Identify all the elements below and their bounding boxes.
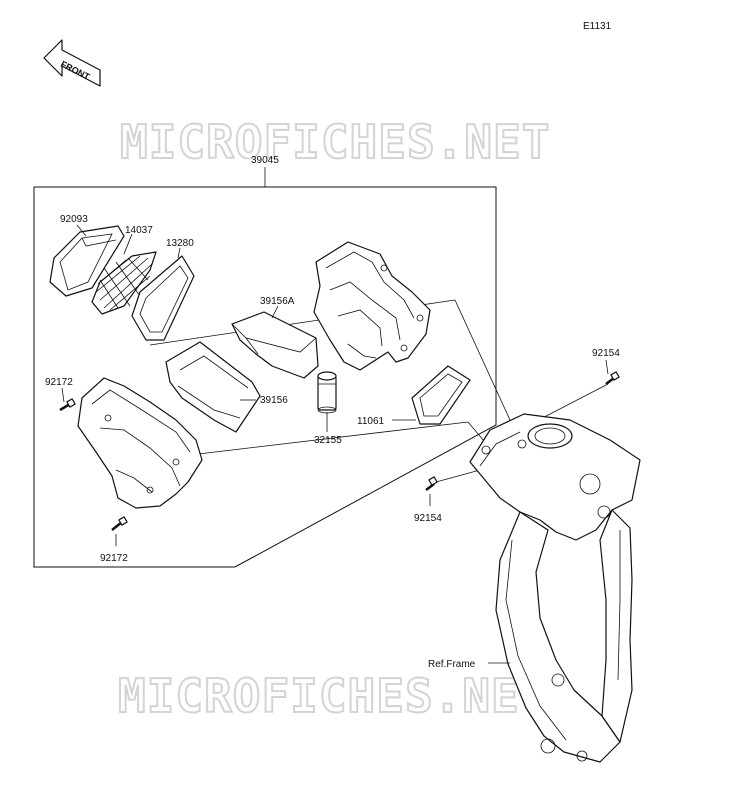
label-32155: 32155 <box>314 435 342 446</box>
part-13280-gasket <box>131 255 195 341</box>
label-39045: 39045 <box>251 155 279 166</box>
part-92154-bolt-bottom <box>425 476 438 491</box>
part-92093-cover <box>49 225 125 297</box>
part-92154-bolt-top <box>605 371 620 385</box>
assembly-outline <box>33 186 497 568</box>
part-39156A-duct <box>231 311 319 379</box>
label-39156: 39156 <box>260 395 288 406</box>
diagram-code: E1131 <box>583 21 612 32</box>
front-arrow-icon: FRONT <box>43 39 101 87</box>
label-92093: 92093 <box>60 214 88 225</box>
part-32155-cylinder <box>317 371 337 414</box>
part-39156-duct <box>165 341 261 433</box>
part-11061-seal <box>411 365 471 425</box>
label-92172-top: 92172 <box>45 377 73 388</box>
label-13280: 13280 <box>166 238 194 249</box>
part-frame-reference <box>469 413 641 763</box>
label-39156A: 39156A <box>260 296 295 307</box>
label-ref-frame: Ref.Frame <box>428 659 476 670</box>
label-11061: 11061 <box>357 416 385 427</box>
label-92154-top: 92154 <box>592 348 620 359</box>
label-92154-bottom: 92154 <box>414 513 442 524</box>
label-14037: 14037 <box>125 225 153 236</box>
watermark-top: MICROFICHES.NET <box>120 115 550 169</box>
part-92172-screw-top <box>59 398 76 412</box>
part-lower-housing <box>77 377 203 509</box>
part-92172-screw-bottom <box>111 516 128 531</box>
label-92172-bottom: 92172 <box>100 553 128 564</box>
part-14037-mesh <box>91 251 157 315</box>
part-upper-housing <box>313 241 431 371</box>
watermark-bottom: MICROFICHES.NET <box>118 669 548 723</box>
